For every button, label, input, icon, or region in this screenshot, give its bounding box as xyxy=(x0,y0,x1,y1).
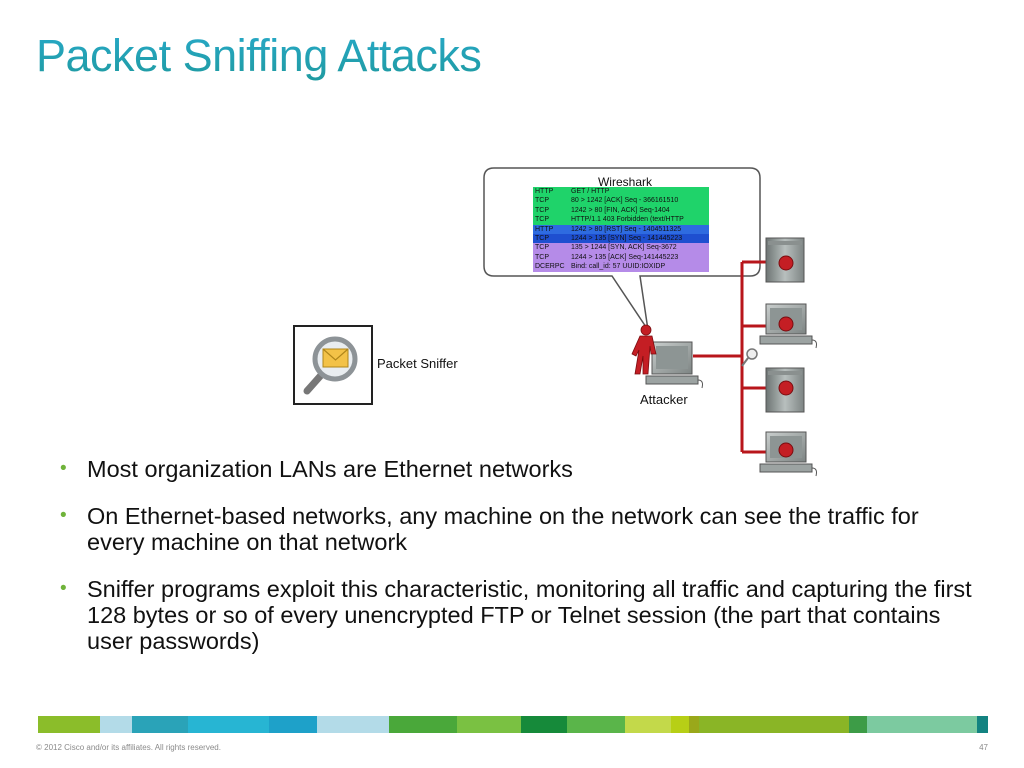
capture-info: HTTP/1.1 403 Forbidden (text/HTTP xyxy=(571,216,684,224)
capture-protocol: TCP xyxy=(535,253,549,261)
capture-info: 1242 > 80 [RST] Seq - 1404511325 xyxy=(571,225,682,233)
capture-row: TCP 135 > 1244 [SYN, ACK] Seq-3672 xyxy=(533,243,709,253)
bullet-marker: • xyxy=(60,578,67,599)
workstation-icon xyxy=(759,431,817,477)
capture-info: 80 > 1242 [ACK] Seq - 366161510 xyxy=(571,197,679,205)
color-bar-segment xyxy=(867,716,977,733)
capture-row: TCP 1244 > 135 [SYN] Seq - 141445223 xyxy=(533,233,709,244)
capture-row: TCP 80 > 1242 [ACK] Seq - 366161510 xyxy=(533,196,709,206)
color-bar-segment xyxy=(132,716,188,733)
bullet-item: • On Ethernet-based networks, any machin… xyxy=(60,503,980,555)
attacker-label: Attacker xyxy=(640,392,688,407)
network-links xyxy=(693,260,766,454)
color-bar-segment xyxy=(689,716,699,733)
attacker-person-icon xyxy=(631,324,657,375)
capture-info: Bind: call_id: 57 UUID:IOXIDP xyxy=(571,263,666,271)
capture-info: 1244 > 135 [SYN] Seq - 141445223 xyxy=(571,234,683,242)
capture-protocol: TCP xyxy=(535,234,549,242)
capture-row: HTTP GET / HTTP xyxy=(533,187,709,197)
bullet-list: • Most organization LANs are Ethernet ne… xyxy=(60,456,980,675)
footer-copyright: © 2012 Cisco and/or its affiliates. All … xyxy=(36,743,221,752)
packet-sniffer-legend xyxy=(293,325,373,405)
bullet-text: Most organization LANs are Ethernet netw… xyxy=(87,456,573,482)
capture-row: DCERPC Bind: call_id: 57 UUID:IOXIDP xyxy=(533,262,709,272)
page-number: 47 xyxy=(979,743,988,752)
color-bar-segment xyxy=(699,716,849,733)
capture-row: TCP HTTP/1.1 403 Forbidden (text/HTTP xyxy=(533,215,709,225)
capture-protocol: TCP xyxy=(535,216,549,224)
capture-row: HTTP 1242 > 80 [RST] Seq - 1404511325 xyxy=(533,224,709,234)
wireshark-title: Wireshark xyxy=(597,175,652,189)
bullet-item: • Sniffer programs exploit this characte… xyxy=(60,576,980,654)
color-bar-segment xyxy=(269,716,317,733)
capture-protocol: HTTP xyxy=(535,188,554,195)
footer-color-bar xyxy=(38,716,988,733)
capture-protocol: TCP xyxy=(535,244,549,252)
color-bar-segment xyxy=(567,716,625,733)
bullet-text: On Ethernet-based networks, any machine … xyxy=(87,503,919,555)
packet-sniffer-icon xyxy=(303,336,358,395)
slide-title: Packet Sniffing Attacks xyxy=(36,30,482,81)
capture-protocol: TCP xyxy=(535,197,549,205)
color-bar-segment xyxy=(188,716,269,733)
capture-info: GET / HTTP xyxy=(571,188,610,195)
color-bar-segment xyxy=(671,716,689,733)
color-bar-segment xyxy=(977,716,988,733)
color-bar-segment xyxy=(38,716,100,733)
capture-protocol: TCP xyxy=(535,206,549,214)
color-bar-segment xyxy=(625,716,671,733)
capture-info: 1242 > 80 [FIN, ACK] Seq-1404 xyxy=(571,206,670,214)
capture-row: TCP 1242 > 80 [FIN, ACK] Seq-1404 xyxy=(533,205,709,216)
server-tower-icon xyxy=(765,367,805,413)
sniffer-magnifier-icon xyxy=(741,348,758,367)
bullet-item: • Most organization LANs are Ethernet ne… xyxy=(60,456,980,482)
capture-row: TCP 1244 > 135 [ACK] Seq-141445223 xyxy=(533,252,709,263)
capture-info: 1244 > 135 [ACK] Seq-141445223 xyxy=(571,253,679,261)
color-bar-segment xyxy=(317,716,389,733)
capture-protocol: DCERPC xyxy=(535,263,565,271)
capture-info: 135 > 1244 [SYN, ACK] Seq-3672 xyxy=(571,244,677,252)
color-bar-segment xyxy=(457,716,521,733)
capture-protocol: HTTP xyxy=(535,225,554,233)
capture-table: HTTP GET / HTTP TCP 80 > 1242 [ACK] Seq - 3… xyxy=(533,187,709,272)
workstation-icon xyxy=(759,303,817,349)
attacker-computer-icon xyxy=(645,341,703,389)
packet-sniffer-label: Packet Sniffer xyxy=(377,356,458,371)
color-bar-segment xyxy=(521,716,567,733)
color-bar-segment xyxy=(849,716,867,733)
server-tower-icon xyxy=(765,237,805,283)
color-bar-segment xyxy=(100,716,132,733)
color-bar-segment xyxy=(389,716,457,733)
bullet-marker: • xyxy=(60,458,67,479)
bullet-marker: • xyxy=(60,505,67,526)
bullet-text: Sniffer programs exploit this characteri… xyxy=(87,576,972,654)
